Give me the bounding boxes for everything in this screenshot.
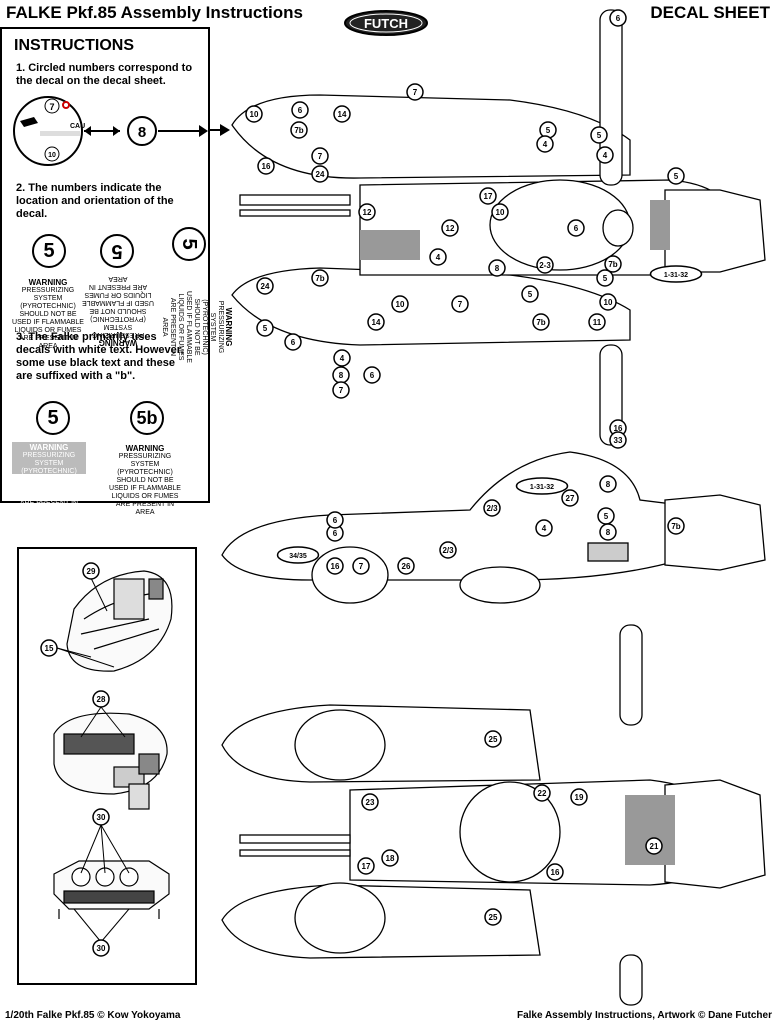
cockpit-detail-panel: 29 15 28 30 30 (17, 547, 197, 985)
step-3-text: 3. The Falke primarily uses decals with … (16, 331, 184, 382)
decal-example-rotated: 5 (172, 227, 206, 261)
callout-28: 28 (97, 695, 106, 704)
step-1-text: 1. Circled numbers correspond to the dec… (16, 62, 193, 87)
futch-logo: FUTCH (344, 10, 428, 36)
decal-example-inverted: 5 (100, 234, 134, 268)
callout-29: 29 (87, 567, 96, 576)
callout-30-top: 30 (97, 813, 106, 822)
callout-30-bottom: 30 (97, 944, 106, 953)
step-2-text: 2. The numbers indicate the location and… (16, 182, 174, 220)
instructions-panel: INSTRUCTIONS 1. Circled numbers correspo… (0, 27, 233, 516)
decal-inset-diagram: 7 10 CAU 8 (13, 96, 208, 166)
svg-text:8: 8 (138, 124, 146, 141)
footer-copyright-left: 1/20th Falke Pkf.85 © Kow Yokoyama (5, 1010, 181, 1021)
instructions-heading: INSTRUCTIONS (14, 37, 134, 54)
callout-15: 15 (45, 644, 54, 653)
svg-text:7: 7 (49, 102, 54, 112)
white-text-example: 5 (36, 401, 70, 435)
decal-example-upright: 5 (32, 234, 66, 268)
black-text-example: 5b (130, 401, 164, 435)
cockpit-drawings: 29 15 28 30 30 (40, 562, 173, 957)
aircraft-views (210, 9, 766, 1006)
logo-text: FUTCH (364, 16, 408, 31)
footer-copyright-right: Falke Assembly Instructions, Artwork © D… (516, 1010, 772, 1021)
decal-sheet-label: DECAL SHEET (650, 3, 770, 22)
page-title: FALKE Pkf.85 Assembly Instructions (6, 3, 303, 22)
svg-text:CAU: CAU (70, 123, 85, 130)
svg-text:10: 10 (48, 152, 56, 159)
